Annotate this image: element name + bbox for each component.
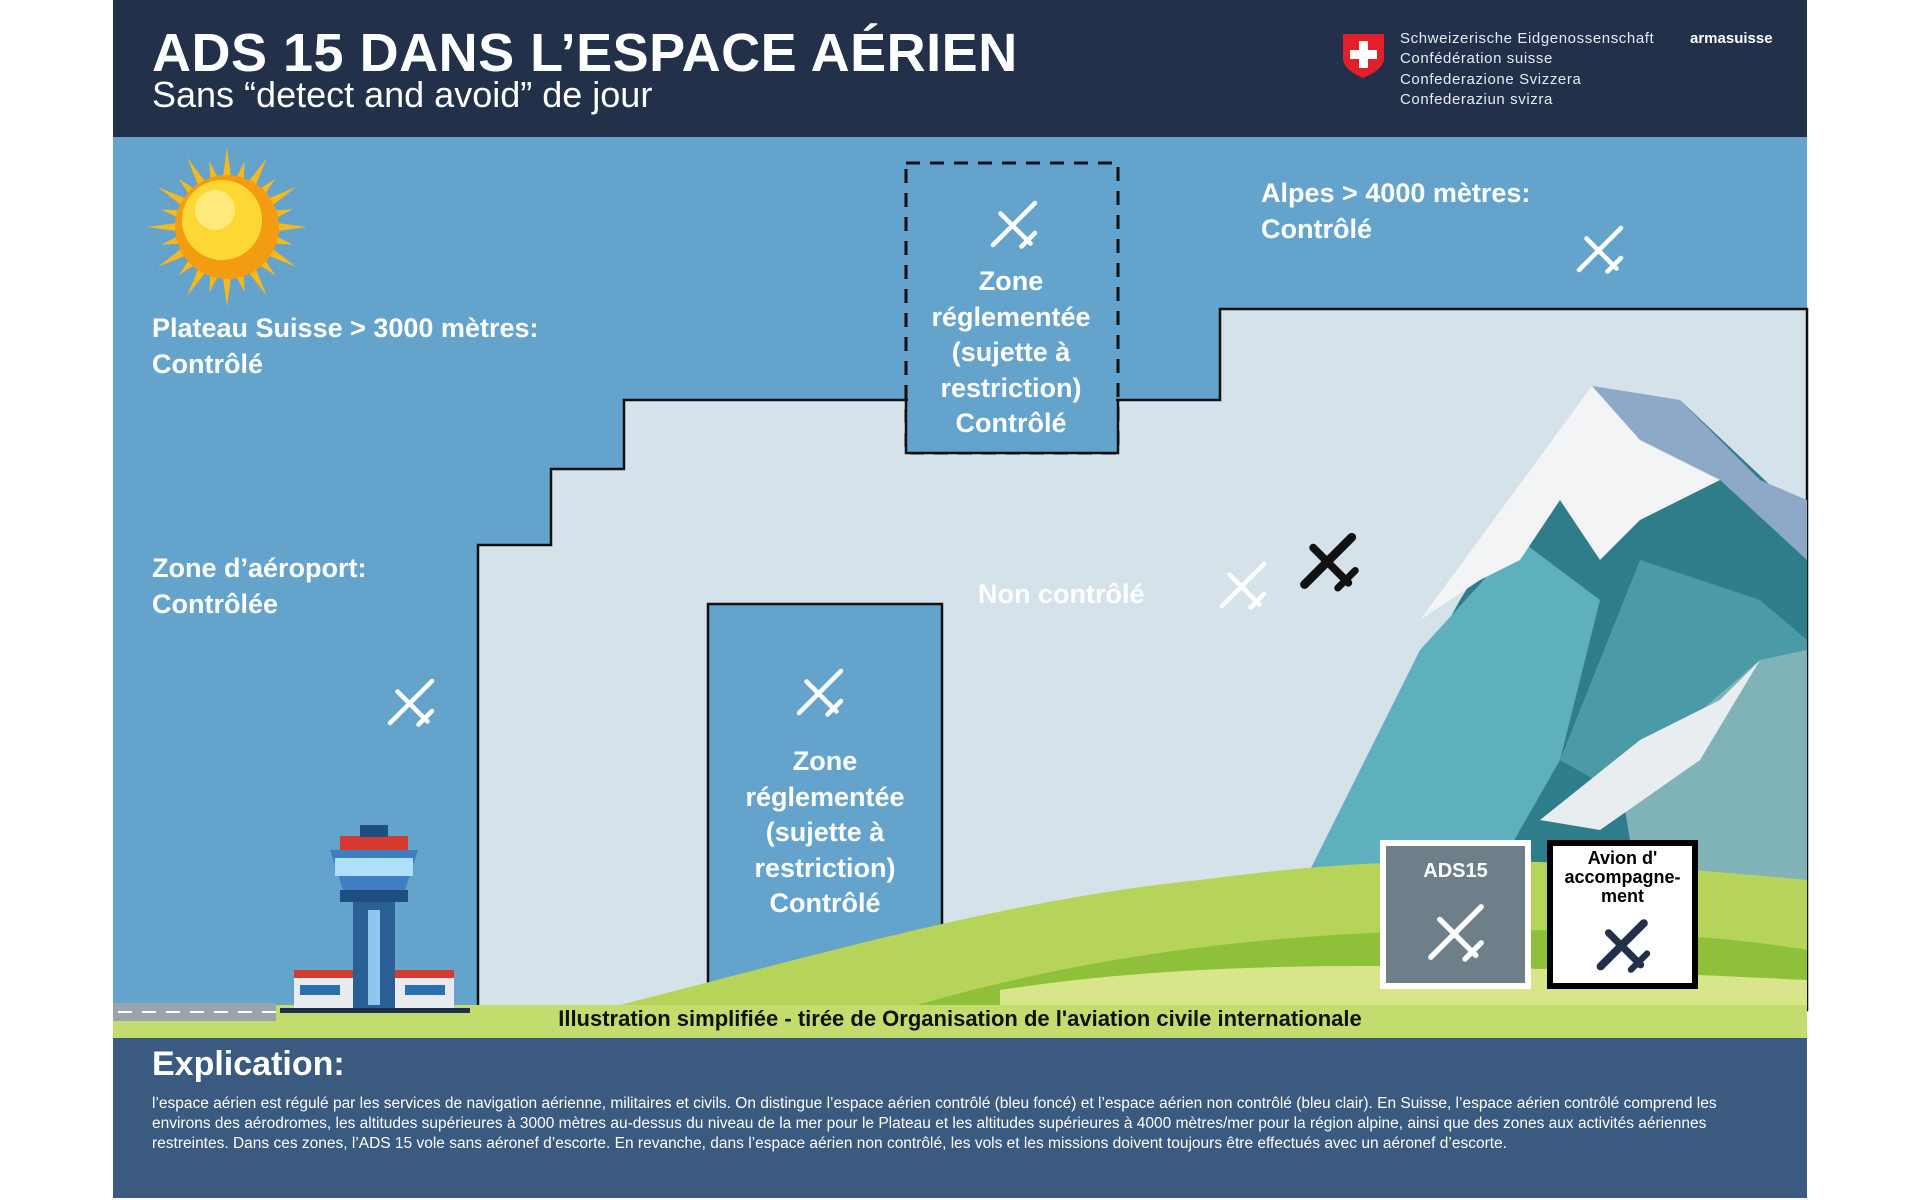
restricted-zone-upper-label: Zone réglementée (sujette à restriction)… (891, 264, 1131, 442)
explanation-bg (113, 1038, 1807, 1198)
illustration-caption: Illustration simplifiée - tirée de Organ… (558, 1006, 1362, 1031)
sun-ray (222, 147, 232, 180)
zone-line: Contrôlé (769, 888, 881, 918)
restricted-zone-lower-label: Zone réglementée (sujette à restriction)… (705, 744, 945, 922)
page-subtitle: Sans “detect and avoid” de jour (152, 74, 653, 115)
confederation-it: Confederazione Svizzera (1400, 71, 1582, 88)
zone-line: Zone (792, 746, 858, 776)
sun-ray (266, 247, 297, 267)
ads15-glider-icon (1420, 896, 1492, 968)
page-title: ADS 15 DANS L’ESPACE AÉRIEN (152, 23, 1018, 83)
alpes-label: Alpes > 4000 mètres: Contrôlé (1261, 175, 1530, 247)
org-name: armasuisse (1690, 30, 1773, 47)
zone-line: restriction) (940, 372, 1082, 403)
zone-line: réglementée (745, 781, 905, 812)
sun-ray (266, 187, 297, 207)
confederation-rm: Confederaziun svizra (1400, 91, 1553, 108)
airport-status: Contrôlée (152, 589, 279, 619)
sun-ray (157, 247, 188, 267)
sun-ray (187, 266, 207, 297)
sun-ray (247, 157, 267, 188)
mountain-illustration (1300, 386, 1807, 960)
legend-ads15-label: ADS15 (1423, 860, 1488, 882)
explanation-title: Explication: (152, 1045, 345, 1083)
uncontrolled-label: Non contrôlé (978, 579, 1145, 609)
legend-escort-label: Avion d' accompagne- ment (1553, 849, 1692, 906)
alpes-title: Alpes > 4000 mètres: (1261, 178, 1531, 208)
zone-line: (sujette à (951, 337, 1071, 367)
zone-line: restriction) (754, 852, 896, 883)
sun-ray (247, 266, 267, 297)
sun-ray (157, 187, 188, 207)
plateau-title: Plateau Suisse > 3000 mètres: (152, 313, 539, 343)
control-tower-icon (280, 825, 470, 1013)
confederation-de: Schweizerische Eidgenossenschaft (1400, 30, 1655, 47)
sun-ray (147, 222, 180, 232)
sun-ray (222, 274, 232, 307)
confederation-fr: Confédération suisse (1400, 50, 1553, 67)
legend-escort-line: Avion d' (1587, 848, 1658, 868)
sun-icon (147, 147, 307, 307)
sun-ray (274, 222, 307, 232)
plateau-status: Contrôlé (152, 349, 263, 379)
zone-line: Contrôlé (955, 408, 1067, 438)
escort-plane-icon (1591, 912, 1655, 976)
restricted-zone-upper (904, 398, 1120, 455)
legend-escort: Avion d' accompagne- ment (1547, 840, 1698, 989)
zone-line: Zone (978, 266, 1044, 296)
header-bar (113, 0, 1807, 137)
sun-ray (187, 157, 207, 188)
swiss-coat-of-arms-logo (1343, 34, 1384, 78)
legend-escort-line: ment (1600, 886, 1644, 906)
plateau-label: Plateau Suisse > 3000 mètres: Contrôlé (152, 310, 538, 382)
legend-escort-line: accompagne- (1564, 867, 1681, 887)
zone-line: réglementée (931, 301, 1091, 332)
legend-ads15: ADS15 (1380, 840, 1531, 989)
airport-label: Zone d’aéroport: Contrôlée (152, 550, 367, 622)
explanation-text: l’espace aérien est régulé par les servi… (152, 1095, 1717, 1152)
zone-line: (sujette à (765, 817, 885, 847)
alpes-status: Contrôlé (1261, 214, 1372, 244)
airport-title: Zone d’aéroport: (152, 553, 367, 583)
